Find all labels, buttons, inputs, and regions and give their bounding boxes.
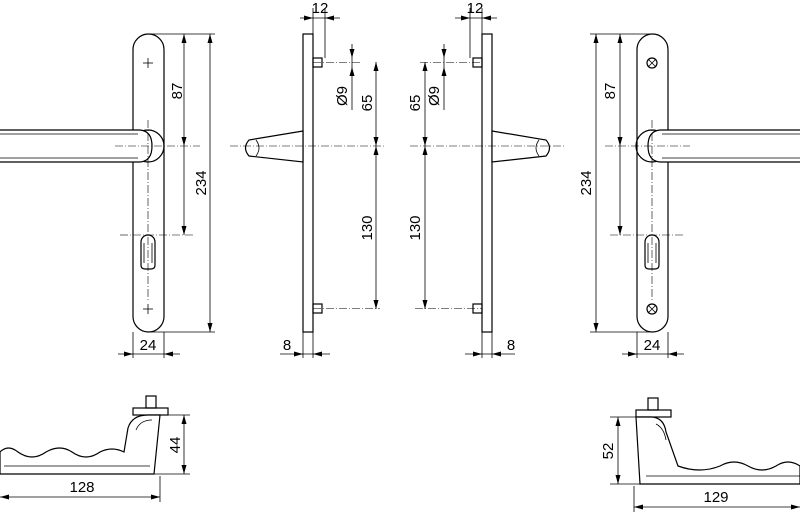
backplate-side-right <box>481 33 493 333</box>
fixing-pin-top-right <box>420 57 483 68</box>
backplate-side-left <box>302 33 314 333</box>
dim-9-label: Ø9 <box>426 86 443 106</box>
fixing-pin-bottom-right <box>415 303 483 314</box>
top-view-left: 44 128 <box>0 395 190 502</box>
spindle-top-right <box>647 397 659 411</box>
dim-65-label: 65 <box>359 95 376 112</box>
dim-9-label: Ø9 <box>334 86 351 106</box>
screw-mark-icon <box>143 58 153 68</box>
top-view-right: 52 129 <box>600 397 800 512</box>
dim-234-label: 234 <box>193 170 210 195</box>
fixing-pin-top-left <box>312 57 360 68</box>
dim-12-label: 12 <box>312 0 329 17</box>
lever-top-left <box>0 414 161 475</box>
lever-side-right <box>491 130 551 163</box>
dim-128-label: 128 <box>69 479 94 496</box>
backplate-front-left <box>132 33 165 333</box>
spindle-top-left <box>145 395 157 409</box>
dim-87-label: 87 <box>602 83 619 100</box>
screw-mark-icon <box>143 304 153 314</box>
dim-87-label: 87 <box>169 83 186 100</box>
dim-130-label: 130 <box>407 215 424 240</box>
backplate-front-right <box>636 33 669 333</box>
side-view-left: 12 Ø9 65 130 8 <box>230 0 385 358</box>
fixing-pin-bottom-left <box>312 303 380 314</box>
dim-130-label: 130 <box>359 215 376 240</box>
lever-side-left <box>244 130 304 163</box>
dim-8-label: 8 <box>507 337 515 354</box>
dim-52-label: 52 <box>600 443 617 460</box>
dim-24-label: 24 <box>644 337 661 354</box>
lever-top-right <box>635 416 800 485</box>
front-view-right: 87 234 24 <box>578 33 800 358</box>
dim-44-label: 44 <box>167 437 184 454</box>
screw-head-icon <box>646 57 658 69</box>
dim-12-label: 12 <box>467 0 484 17</box>
side-view-right: 12 Ø9 65 130 8 <box>407 0 565 358</box>
screw-head-icon <box>646 303 658 315</box>
front-view-left: 87 234 24 <box>0 33 215 358</box>
dim-24-label: 24 <box>140 337 157 354</box>
dim-234-label: 234 <box>578 170 595 195</box>
dim-129-label: 129 <box>703 489 728 506</box>
dim-8-label: 8 <box>283 337 291 354</box>
dim-65-label: 65 <box>407 95 424 112</box>
